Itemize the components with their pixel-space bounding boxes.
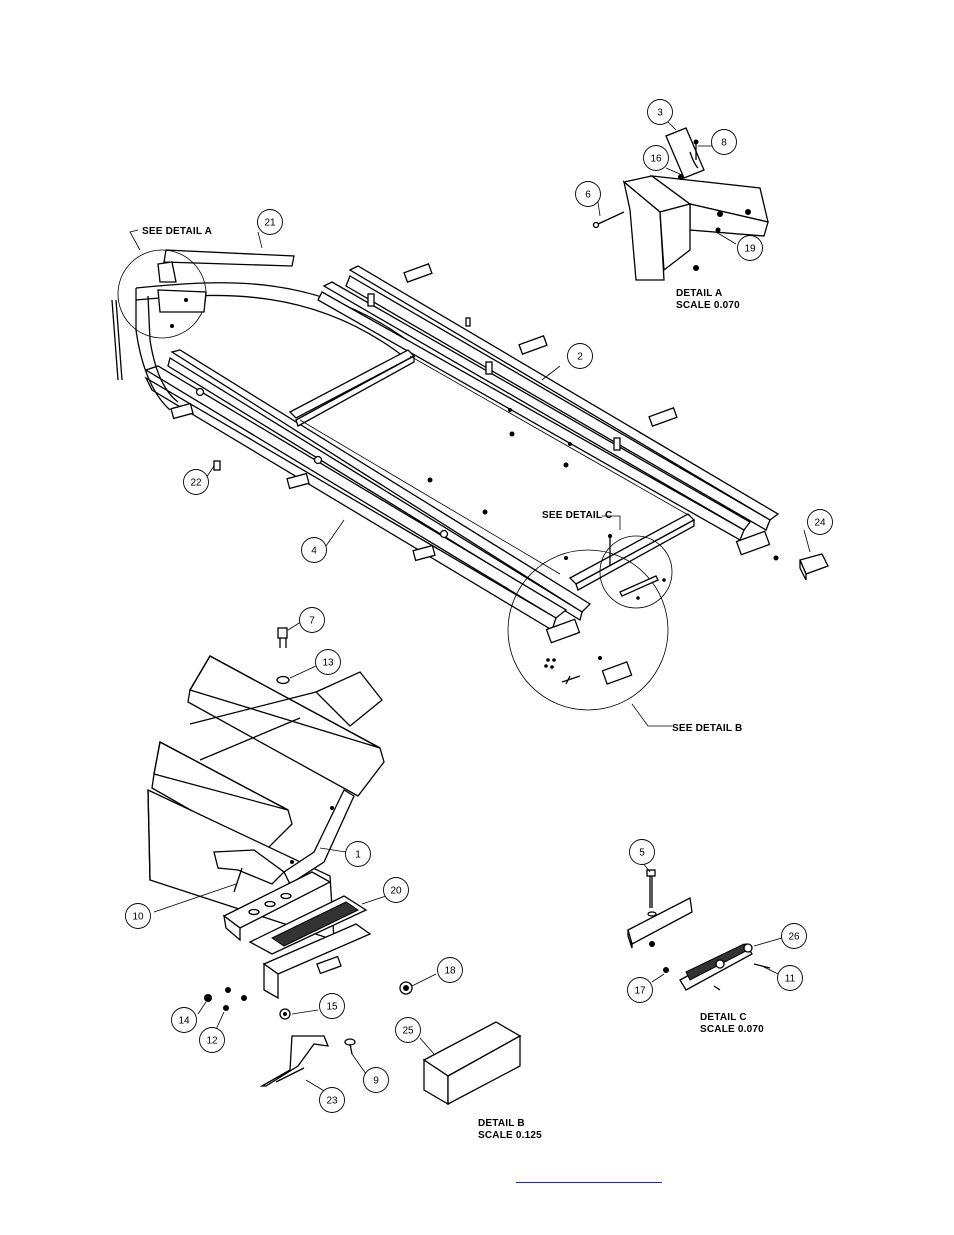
callout-number: 17 bbox=[634, 986, 646, 997]
detail-c-title: DETAIL C bbox=[700, 1012, 747, 1023]
callout-number: 8 bbox=[721, 138, 727, 149]
callout-circle bbox=[319, 1087, 345, 1113]
callout-circle bbox=[643, 145, 669, 171]
callout-number: 16 bbox=[650, 154, 662, 165]
callout-circle bbox=[257, 209, 283, 235]
callout-4: 4 bbox=[301, 537, 327, 563]
detail-a-title: DETAIL A bbox=[676, 288, 722, 299]
callout-circle bbox=[299, 607, 325, 633]
callout-number: 11 bbox=[785, 974, 796, 985]
callout-7: 7 bbox=[299, 607, 325, 633]
callout-9: 9 bbox=[363, 1067, 389, 1093]
callout-16: 16 bbox=[643, 145, 669, 171]
callout-19: 19 bbox=[737, 235, 763, 261]
callout-number: 10 bbox=[132, 912, 144, 923]
leader-lines bbox=[129, 121, 811, 1093]
callout-number: 20 bbox=[390, 886, 402, 897]
detail-a-scale: SCALE 0.070 bbox=[676, 300, 740, 311]
callout-circle bbox=[395, 1017, 421, 1043]
detail-b-scale: SCALE 0.125 bbox=[478, 1130, 542, 1141]
callout-number: 4 bbox=[311, 546, 317, 557]
callout-number: 22 bbox=[190, 478, 202, 489]
callout-circle bbox=[777, 965, 803, 991]
callout-circle bbox=[315, 649, 341, 675]
callout-21: 21 bbox=[257, 209, 283, 235]
callout-25: 25 bbox=[395, 1017, 421, 1043]
see-detail-a-label: SEE DETAIL A bbox=[142, 226, 212, 237]
footer-link[interactable] bbox=[516, 1176, 662, 1183]
callout-circle bbox=[781, 923, 807, 949]
callout-8: 8 bbox=[711, 129, 737, 155]
callout-circle bbox=[737, 235, 763, 261]
callout-circle bbox=[301, 537, 327, 563]
callout-11: 11 bbox=[777, 965, 803, 991]
callout-number: 21 bbox=[264, 218, 276, 229]
callout-number: 5 bbox=[639, 848, 645, 859]
callout-number: 6 bbox=[585, 190, 591, 201]
callout-balloons: 2122242471311020181412159232552611173816… bbox=[125, 99, 833, 1113]
callout-26: 26 bbox=[781, 923, 807, 949]
text-labels: SEE DETAIL A SEE DETAIL C SEE DETAIL B D… bbox=[142, 226, 764, 1141]
callout-number: 26 bbox=[788, 932, 800, 943]
callout-circle bbox=[437, 957, 463, 983]
callout-number: 9 bbox=[373, 1076, 379, 1087]
callout-circle bbox=[575, 181, 601, 207]
callout-18: 18 bbox=[437, 957, 463, 983]
callout-22: 22 bbox=[183, 469, 209, 495]
callout-number: 1 bbox=[355, 850, 361, 861]
callout-number: 3 bbox=[657, 108, 663, 119]
callout-circle bbox=[125, 903, 151, 929]
callout-12: 12 bbox=[199, 1027, 225, 1053]
callout-number: 12 bbox=[206, 1036, 218, 1047]
callout-circle bbox=[567, 343, 593, 369]
callout-5: 5 bbox=[629, 839, 655, 865]
callout-2: 2 bbox=[567, 343, 593, 369]
callout-circle bbox=[383, 877, 409, 903]
callout-circle bbox=[647, 99, 673, 125]
callout-3: 3 bbox=[647, 99, 673, 125]
callout-24: 24 bbox=[807, 509, 833, 535]
callout-23: 23 bbox=[319, 1087, 345, 1113]
callout-number: 19 bbox=[744, 244, 756, 255]
callout-14: 14 bbox=[171, 1007, 197, 1033]
callout-17: 17 bbox=[627, 977, 653, 1003]
callout-circle bbox=[627, 977, 653, 1003]
callout-circle bbox=[807, 509, 833, 535]
callout-15: 15 bbox=[319, 993, 345, 1019]
see-detail-b-label: SEE DETAIL B bbox=[672, 723, 742, 734]
callout-number: 2 bbox=[577, 352, 583, 363]
callout-number: 7 bbox=[309, 616, 315, 627]
callout-13: 13 bbox=[315, 649, 341, 675]
callout-6: 6 bbox=[575, 181, 601, 207]
callout-circle bbox=[629, 839, 655, 865]
callout-number: 13 bbox=[322, 658, 334, 669]
callout-1: 1 bbox=[345, 841, 371, 867]
callout-20: 20 bbox=[383, 877, 409, 903]
detail-a-drawing bbox=[592, 127, 769, 281]
callout-circle bbox=[199, 1027, 225, 1053]
main-frame-assembly bbox=[111, 249, 829, 711]
detail-b-drawing bbox=[147, 627, 522, 1106]
callout-circle bbox=[319, 993, 345, 1019]
see-detail-c-label: SEE DETAIL C bbox=[542, 510, 612, 521]
callout-circle bbox=[711, 129, 737, 155]
detail-b-title: DETAIL B bbox=[478, 1118, 525, 1129]
detail-c-drawing bbox=[627, 869, 771, 991]
callout-number: 23 bbox=[326, 1096, 338, 1107]
callout-circle bbox=[171, 1007, 197, 1033]
callout-number: 15 bbox=[326, 1002, 338, 1013]
detail-c-scale: SCALE 0.070 bbox=[700, 1024, 764, 1035]
callout-circle bbox=[183, 469, 209, 495]
callout-number: 24 bbox=[814, 518, 826, 529]
callout-number: 18 bbox=[444, 966, 456, 977]
callout-number: 14 bbox=[178, 1016, 190, 1027]
callout-10: 10 bbox=[125, 903, 151, 929]
callout-circle bbox=[345, 841, 371, 867]
callout-circle bbox=[363, 1067, 389, 1093]
callout-number: 25 bbox=[402, 1026, 414, 1037]
